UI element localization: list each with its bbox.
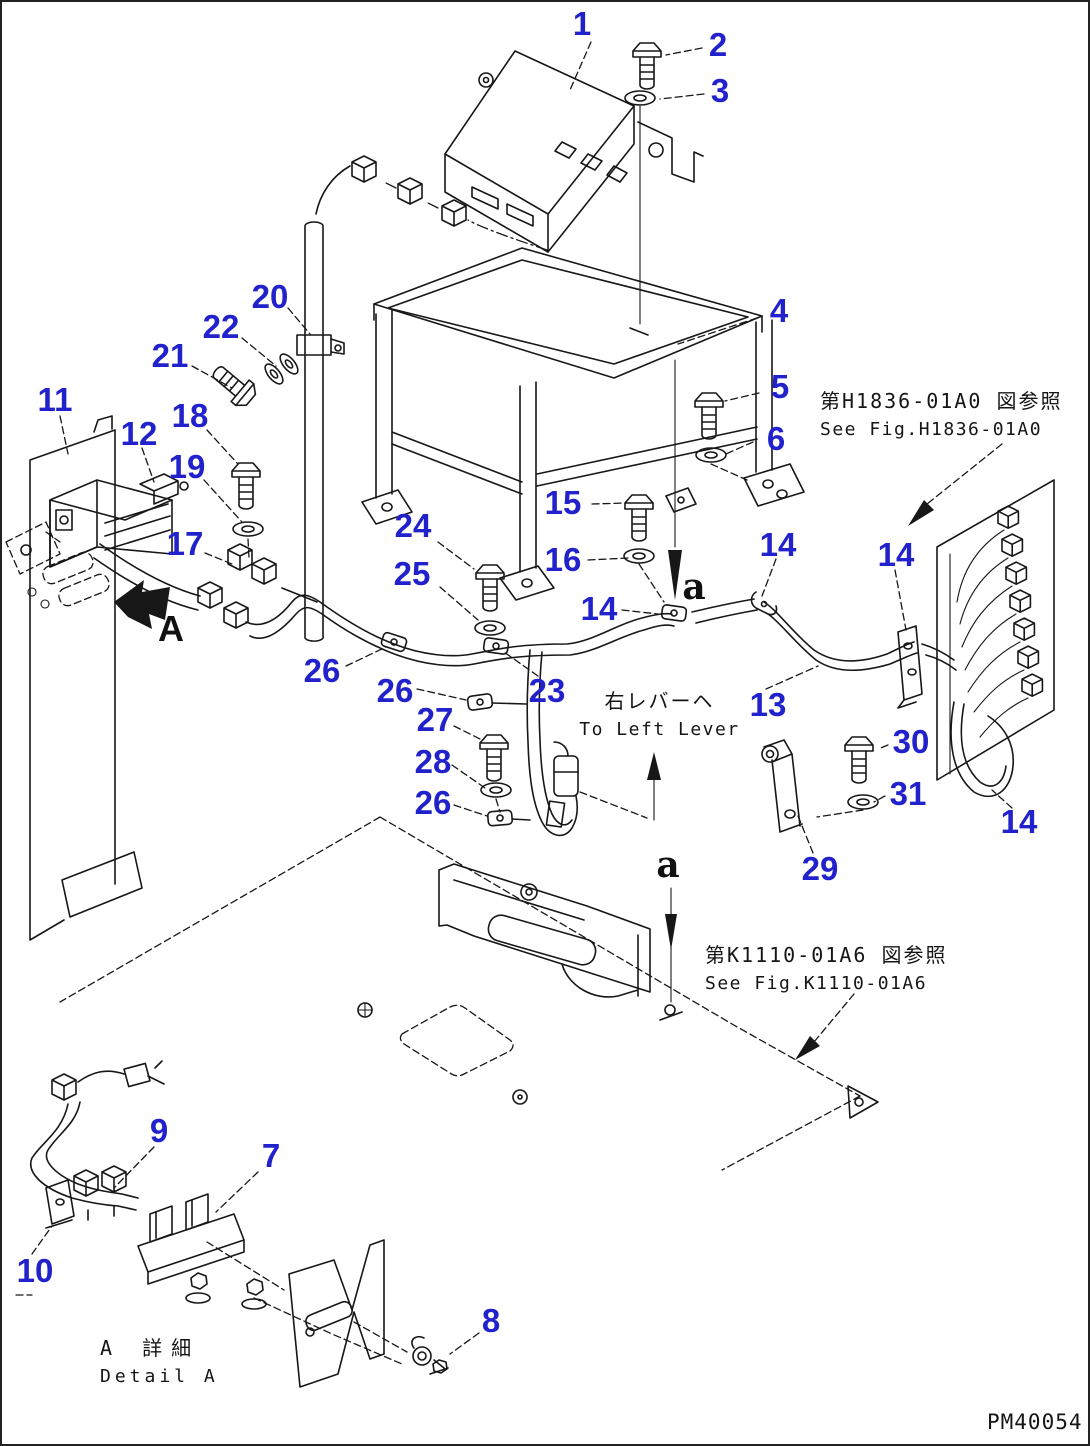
note-to-left-lever: 右レバーヘ To Left Lever [562, 686, 757, 743]
bolt-27 [479, 734, 509, 782]
callout-16: 16 [544, 541, 582, 578]
section-arrows [580, 360, 1002, 1060]
bolt-24 [475, 564, 505, 612]
note-detail-a: A 詳細 Detail A [100, 1333, 219, 1390]
callout-25: 25 [393, 555, 431, 592]
ref-figure-top: 第H1836-01A0 図参照 See Fig.H1836-01A0 [820, 386, 1062, 443]
clamp-20 [297, 335, 331, 355]
callout-leaders [16, 42, 1012, 1354]
washer-19 [232, 521, 264, 537]
connector-12 [140, 474, 178, 504]
wire-loop-14 [951, 702, 1013, 796]
callout-10: 10 [16, 1252, 54, 1289]
support-tube [205, 222, 344, 641]
callout-14: 14 [759, 526, 797, 563]
page-code: PM40054 [987, 1410, 1083, 1434]
callout-14: 14 [877, 536, 915, 573]
callout-18: 18 [171, 397, 209, 434]
floor-bracket [439, 864, 650, 997]
right-connector-panel [937, 480, 1054, 796]
floor-panel [60, 817, 878, 1170]
clamp-14c [898, 626, 922, 708]
callout-9: 9 [149, 1112, 169, 1149]
washer-6 [695, 447, 727, 463]
callout-19: 19 [168, 448, 206, 485]
callout-3: 3 [710, 72, 730, 109]
bolt-15 [624, 494, 654, 542]
ref-figure-bottom-en: See Fig.K1110-01A6 [705, 973, 928, 994]
washer-16 [623, 548, 655, 564]
branch-harness [466, 650, 578, 835]
callout-8: 8 [481, 1302, 501, 1339]
callout-7: 7 [261, 1137, 281, 1174]
callout-27: 27 [416, 701, 454, 738]
washer-25 [474, 620, 506, 636]
callout-17: 17 [166, 525, 204, 562]
note-lever-jp: 右レバーヘ [604, 689, 715, 713]
washer-28 [480, 782, 512, 798]
detail-a-assembly [31, 1061, 448, 1387]
note-lever-en: To Left Lever [579, 719, 740, 740]
bracket-10 [46, 1180, 74, 1228]
clamp-23 [482, 636, 510, 656]
bracket-29 [762, 740, 802, 832]
callout-12: 12 [120, 415, 158, 452]
note-detail-jp: A 詳細 [100, 1336, 201, 1360]
section-label-a-1: a [682, 566, 706, 608]
fasteners [231, 42, 879, 817]
section-label-a-2: a [656, 844, 680, 886]
bolt-2 [632, 42, 662, 90]
callout-22: 22 [202, 308, 240, 345]
callout-26: 26 [303, 652, 341, 689]
bracket-7 [138, 1214, 244, 1284]
bolt-30 [844, 736, 874, 784]
stand-frame [362, 248, 804, 600]
callout-26: 26 [414, 784, 452, 821]
lever-connector [554, 756, 578, 796]
callout-6: 6 [766, 420, 786, 457]
callout-13: 13 [749, 686, 787, 723]
callout-11: 11 [37, 381, 73, 418]
bolt-21 [205, 358, 261, 412]
callout-1: 1 [572, 5, 592, 42]
ref-figure-top-en: See Fig.H1836-01A0 [820, 419, 1043, 440]
view-label-A: A [158, 608, 184, 649]
callout-20: 20 [251, 278, 289, 315]
left-panel-assembly [6, 416, 188, 940]
bolt-5 [694, 392, 724, 440]
callout-4: 4 [769, 292, 789, 329]
washer-3 [624, 90, 656, 106]
callout-28: 28 [414, 743, 452, 780]
callout-26: 26 [376, 672, 414, 709]
callout-24: 24 [394, 507, 432, 544]
callout-2: 2 [708, 26, 728, 63]
bolt-18 [231, 462, 261, 510]
bracket-7-tabs [150, 1194, 208, 1242]
ref-figure-bottom-jp: 第K1110-01A6 図参照 [705, 943, 948, 967]
clip-14b [752, 592, 777, 615]
callout-31: 31 [889, 775, 927, 812]
main-wiring-harness [94, 543, 956, 708]
torn-panel [289, 1240, 384, 1387]
callout-15: 15 [544, 484, 582, 521]
view-a-arrow [114, 580, 170, 629]
callout-30: 30 [892, 723, 930, 760]
callout-21: 21 [151, 337, 189, 374]
ref-figure-top-jp: 第H1836-01A0 図参照 [820, 389, 1063, 413]
note-detail-en: Detail A [100, 1366, 219, 1387]
clamp-8 [413, 1347, 431, 1365]
callout-14: 14 [1000, 803, 1038, 840]
callout-23: 23 [528, 672, 566, 709]
clamp-26b [466, 692, 494, 712]
wiring-connectors-top [316, 155, 547, 250]
callout-5: 5 [770, 368, 790, 405]
floor-hatch [400, 1005, 513, 1076]
controller-box [445, 51, 703, 335]
callout-29: 29 [801, 850, 839, 887]
callout-14: 14 [580, 590, 618, 627]
ref-figure-bottom: 第K1110-01A6 図参照 See Fig.K1110-01A6 [705, 940, 947, 997]
